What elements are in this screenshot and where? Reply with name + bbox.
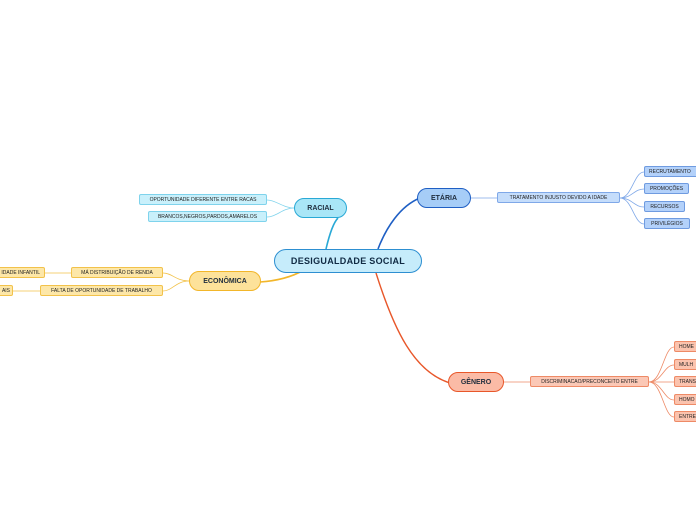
leaf-etaria-privilegios[interactable]: PRIVILÉGIOS <box>644 218 690 229</box>
link-etaria-leaf-1 <box>619 171 645 199</box>
leaf-economica-idade-infantil[interactable]: IDADE INFANTIL <box>0 267 45 278</box>
leaf-etaria-promocoes[interactable]: PROMOÇÕES <box>644 183 689 194</box>
leaf-genero-5[interactable]: ENTRE <box>674 411 696 422</box>
link-etaria-leaf-3 <box>619 197 645 208</box>
link-eco-sub-2 <box>162 280 190 292</box>
subtopic-racial-1[interactable]: OPORTUNIDADE DIFERENTE ENTRE RACAS <box>139 194 267 205</box>
topic-economica[interactable]: ECONÔMICA <box>189 271 261 291</box>
link-racial-sub-1 <box>266 199 295 209</box>
subtopic-etaria[interactable]: TRATAMENTO INJUSTO DEVIDO A IDADE <box>497 192 620 203</box>
leaf-genero-2[interactable]: MULH <box>674 359 696 370</box>
link-etaria-leaf-2 <box>619 188 645 199</box>
link-central-racial <box>325 217 339 250</box>
leaf-genero-4[interactable]: HOMO <box>674 394 696 405</box>
topic-racial[interactable]: RACIAL <box>294 198 347 218</box>
link-genero-leaf-2 <box>648 364 675 383</box>
topic-genero[interactable]: GÊNERO <box>448 372 504 392</box>
subtopic-genero[interactable]: DISCRIMINACAO/PRECONCEITO ENTRE <box>530 376 649 387</box>
leaf-economica-ais[interactable]: AIS <box>0 285 13 296</box>
leaf-genero-1[interactable]: HOME <box>674 341 696 352</box>
link-genero-leaf-1 <box>648 346 675 383</box>
subtopic-racial-2[interactable]: BRANCOS,NEGROS,PARDOS,AMARELOS <box>148 211 267 222</box>
subtopic-economica-1[interactable]: MÁ DISTRIBUIÇÃO DE RENDA <box>71 267 163 278</box>
link-etaria-leaf-4 <box>619 197 645 225</box>
leaf-etaria-recursos[interactable]: RECURSOS <box>644 201 685 212</box>
topic-etaria[interactable]: ETÁRIA <box>417 188 471 208</box>
link-genero-leaf-5 <box>648 381 675 418</box>
central-topic[interactable]: DESIGUALDADE SOCIAL <box>274 249 422 273</box>
link-racial-sub-2 <box>266 207 295 218</box>
link-eco-sub-1 <box>162 272 190 282</box>
leaf-genero-3[interactable]: TRANS <box>674 376 696 387</box>
link-central-etaria <box>377 197 421 250</box>
link-central-genero <box>375 272 451 384</box>
leaf-etaria-recrutamento[interactable]: RECRUTAMENTO <box>644 166 696 177</box>
subtopic-economica-2[interactable]: FALTA DE OPORTUNIDADE DE TRABALHO <box>40 285 163 296</box>
